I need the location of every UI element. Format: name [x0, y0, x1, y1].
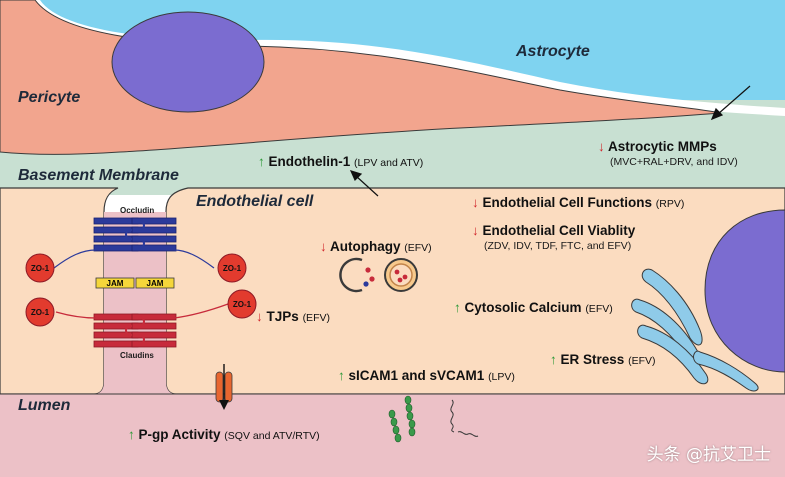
astrocyte-edge — [30, 0, 785, 116]
finding-cytosolic-calcium-text: Cytosolic Calcium — [464, 300, 582, 315]
finding-icam-note: (LPV) — [488, 371, 515, 383]
jam-left — [95, 277, 135, 289]
zo1-bottom-right-label: ZO-1 — [232, 300, 252, 309]
finding-pgp-note: (SQV and ATV/RTV) — [224, 430, 320, 442]
zo1-top-right — [217, 253, 247, 283]
watermark: 头条 @抗艾卫士 — [646, 445, 771, 465]
pericyte-nucleus — [111, 11, 265, 113]
occludin-proteins — [93, 217, 177, 252]
pointer-arrows — [349, 85, 751, 197]
finding-endothelial-functions: ↓ Endothelial Cell Functions (RPV) — [472, 196, 684, 210]
finding-endothelial-functions-note: (RPV) — [655, 198, 685, 210]
finding-icam-text: sICAM1 and sVCAM1 — [348, 368, 485, 383]
finding-endothelin-text: Endothelin-1 — [268, 154, 351, 169]
jam-left-label: JAM — [106, 279, 124, 288]
jam-right-label: JAM — [146, 279, 164, 288]
up-arrow-icon: ↑ — [338, 368, 345, 383]
zo1-bottom-right — [227, 289, 257, 319]
finding-icam: ↑ sICAM1 and sVCAM1 (LPV) — [338, 369, 515, 383]
finding-endothelin-note: (LPV and ATV) — [354, 157, 424, 169]
up-arrow-icon: ↑ — [454, 300, 461, 315]
finding-autophagy: ↓ Autophagy (EFV) — [320, 240, 432, 254]
down-arrow-icon: ↓ — [472, 223, 479, 238]
finding-endothelial-viability-note: (ZDV, IDV, TDF, FTC, and EFV) — [484, 240, 632, 252]
autophagy-vesicles — [339, 257, 418, 293]
finding-astrocytic-mmps-note: (MVC+RAL+DRV, and IDV) — [610, 156, 738, 168]
occludin-loops — [125, 220, 145, 249]
finding-er-stress: ↑ ER Stress (EFV) — [550, 353, 656, 367]
finding-astrocytic-mmps-text: Astrocytic MMPs — [608, 139, 717, 154]
up-arrow-icon: ↑ — [258, 154, 265, 169]
endothelial-cell-label: Endothelial cell — [196, 193, 314, 210]
adhesion-molecule-chains — [388, 395, 416, 443]
zo1-bottom-left-label: ZO-1 — [30, 308, 50, 317]
down-arrow-icon: ↓ — [320, 239, 327, 254]
finding-endothelial-viability: ↓ Endothelial Cell Viablity — [472, 224, 635, 238]
occludin-label: Occludin — [120, 206, 155, 215]
basement-membrane-label: Basement Membrane — [18, 167, 179, 184]
finding-tjps-text: TJPs — [266, 309, 299, 324]
finding-endothelin: ↑ Endothelin-1 (LPV and ATV) — [258, 155, 423, 169]
claudin-proteins — [93, 313, 177, 348]
zo1-connectors — [53, 249, 229, 319]
finding-pgp: ↑ P-gp Activity (SQV and ATV/RTV) — [128, 428, 320, 442]
down-arrow-icon: ↓ — [256, 309, 263, 324]
endothelial-nucleus — [704, 209, 785, 373]
finding-er-stress-note: (EFV) — [628, 355, 656, 367]
lumen-label: Lumen — [18, 397, 71, 414]
finding-pgp-text: P-gp Activity — [138, 427, 221, 442]
pericyte-label: Pericyte — [18, 89, 81, 106]
zo1-bottom-left — [25, 297, 55, 327]
finding-endothelial-viability-text: Endothelial Cell Viablity — [482, 223, 636, 238]
astrocyte-label: Astrocyte — [516, 43, 590, 60]
endoplasmic-reticulum — [631, 268, 759, 392]
finding-er-stress-text: ER Stress — [560, 352, 625, 367]
claudins-label: Claudins — [120, 351, 154, 360]
claudin-loops — [125, 316, 145, 345]
finding-endothelial-functions-text: Endothelial Cell Functions — [482, 195, 653, 210]
finding-cytosolic-calcium-note: (EFV) — [585, 303, 613, 315]
zo1-top-left — [25, 253, 55, 283]
up-arrow-icon: ↑ — [128, 427, 135, 442]
finding-tjps: ↓ TJPs (EFV) — [256, 310, 330, 324]
jam-right — [135, 277, 175, 289]
lumen-region — [0, 300, 785, 477]
finding-autophagy-text: Autophagy — [330, 239, 401, 254]
up-arrow-icon: ↑ — [550, 352, 557, 367]
squiggle-fragments — [450, 399, 479, 437]
finding-astrocytic-mmps: ↓ Astrocytic MMPs — [598, 140, 717, 154]
finding-autophagy-note: (EFV) — [404, 242, 432, 254]
down-arrow-icon: ↓ — [598, 139, 605, 154]
pgp-transporter — [215, 364, 233, 410]
zo1-top-right-label: ZO-1 — [222, 264, 242, 273]
finding-cytosolic-calcium: ↑ Cytosolic Calcium (EFV) — [454, 301, 613, 315]
finding-tjps-note: (EFV) — [302, 312, 330, 324]
zo1-top-left-label: ZO-1 — [30, 264, 50, 273]
down-arrow-icon: ↓ — [472, 195, 479, 210]
